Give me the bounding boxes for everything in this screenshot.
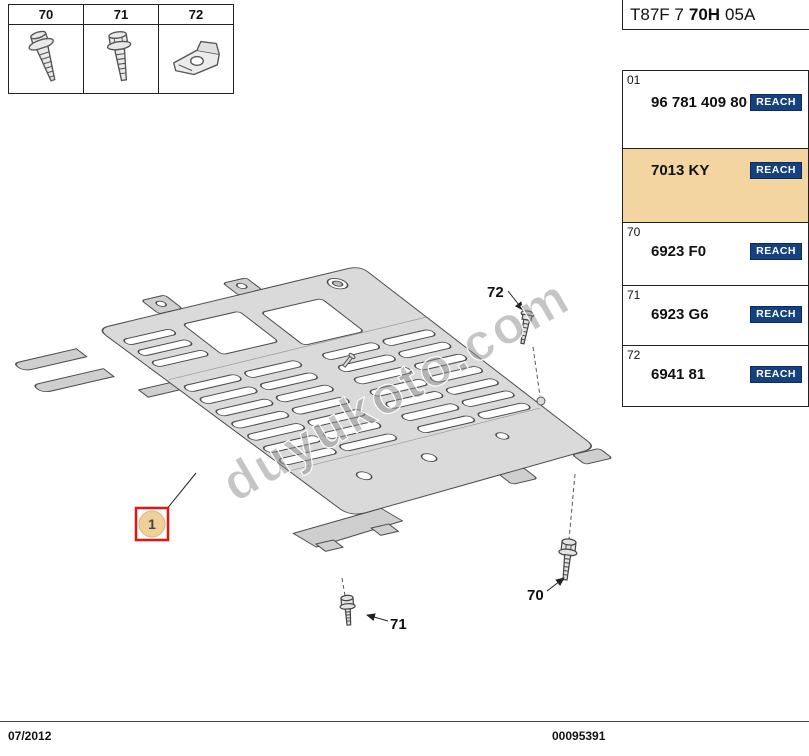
part-number: 96 781 409 80 [651, 94, 747, 111]
parts-table: 01 96 781 409 80 REACH 7013 KY REACH 70 … [622, 70, 809, 407]
fastener-legend: 70 71 [8, 4, 234, 94]
legend-number: 71 [84, 5, 158, 25]
table-row-highlighted[interactable]: 7013 KY REACH [623, 149, 808, 223]
callout-1-label: 1 [148, 516, 156, 532]
callout-70-label: 70 [527, 587, 544, 604]
legend-cell-71: 71 [84, 5, 159, 93]
table-row[interactable]: 01 96 781 409 80 REACH [623, 71, 808, 149]
legend-cell-70: 70 [9, 5, 84, 93]
callout-71-label: 71 [390, 616, 407, 633]
part-number: 6941 81 [651, 366, 706, 383]
callout-72-label: 72 [487, 284, 504, 301]
reach-badge[interactable]: REACH [750, 366, 802, 383]
table-row[interactable]: 71 6923 G6 REACH [623, 286, 808, 346]
footer-divider [0, 721, 809, 722]
callout-1-marker[interactable]: 1 [134, 506, 170, 542]
reach-badge[interactable]: REACH [750, 306, 802, 323]
page-code-main: 70H [688, 4, 721, 24]
bolt-70-drawing [558, 538, 578, 581]
center-stud-drawing [342, 352, 356, 368]
doc-number: 00095391 [552, 729, 606, 743]
reach-badge[interactable]: REACH [750, 162, 802, 179]
page-code-prefix: T87F 7 [630, 4, 684, 24]
reach-badge[interactable]: REACH [750, 243, 802, 260]
table-row[interactable]: 72 6941 81 REACH [623, 346, 808, 406]
reach-badge[interactable]: REACH [750, 94, 802, 111]
table-row[interactable]: 70 6923 F0 REACH [623, 223, 808, 286]
page-code: T87F 7 70H 05A [622, 0, 809, 30]
footer-date: 07/2012 [8, 729, 52, 743]
screw-72-drawing [520, 310, 535, 345]
clip-nut-icon [159, 25, 233, 93]
skid-plate-drawing [15, 267, 612, 552]
legend-number: 72 [159, 5, 233, 25]
ref-label: 70 [627, 225, 641, 239]
page-code-suffix: 05A [725, 4, 756, 24]
legend-cell-72: 72 [159, 5, 233, 93]
hex-bolt-icon [84, 25, 158, 93]
ref-label: 72 [627, 348, 641, 362]
part-number: 6923 F0 [651, 243, 707, 260]
ref-label: 71 [627, 288, 641, 302]
ref-label: 01 [627, 73, 641, 87]
part-number: 6923 G6 [651, 306, 709, 323]
bolt-71-drawing [339, 594, 356, 626]
flange-screw-icon [9, 25, 83, 93]
legend-number: 70 [9, 5, 83, 25]
part-number: 7013 KY [651, 162, 710, 179]
